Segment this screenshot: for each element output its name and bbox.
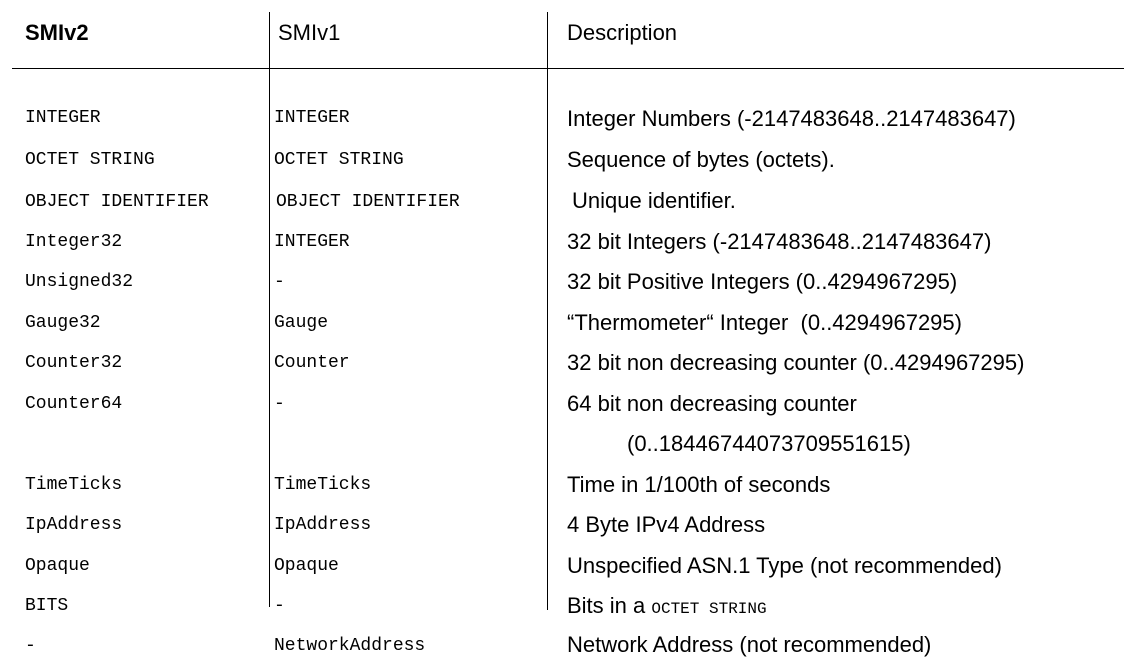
cell-smiv1: INTEGER — [274, 232, 350, 252]
cell-smiv1: - — [274, 394, 285, 414]
cell-description: Network Address (not recommended) — [567, 632, 932, 657]
cell-description: Time in 1/100th of seconds — [567, 472, 831, 497]
cell-description: 32 bit Integers (-2147483648..2147483647… — [567, 229, 992, 254]
cell-smiv1: - — [274, 596, 285, 616]
cell-description: Integer Numbers (-2147483648..2147483647… — [567, 106, 1016, 131]
column-divider-1 — [269, 12, 270, 607]
cell-smiv1: TimeTicks — [274, 475, 372, 495]
header-smiv1: SMIv1 — [278, 20, 341, 45]
cell-description: 32 bit Positive Integers (0..4294967295) — [567, 269, 958, 294]
cell-description: Bits in a OCTET STRING — [567, 593, 767, 619]
cell-smiv2: INTEGER — [25, 108, 101, 128]
header-smiv2: SMIv2 — [25, 20, 89, 45]
cell-description-continued: (0..18446744073709551615) — [627, 431, 911, 456]
cell-smiv2: Unsigned32 — [25, 272, 134, 292]
cell-description: Sequence of bytes (octets). — [567, 147, 835, 172]
cell-description: 64 bit non decreasing counter — [567, 391, 857, 416]
cell-smiv1: OBJECT IDENTIFIER — [276, 192, 460, 212]
cell-smiv1: INTEGER — [274, 108, 350, 128]
cell-description: 32 bit non decreasing counter (0..429496… — [567, 350, 1025, 375]
cell-description: Unspecified ASN.1 Type (not recommended) — [567, 553, 1002, 578]
cell-smiv2: Opaque — [25, 556, 90, 576]
cell-smiv1: Gauge — [274, 313, 329, 333]
cell-smiv2: IpAddress — [25, 515, 123, 535]
header-description: Description — [567, 20, 678, 45]
cell-description-code: OCTET STRING — [651, 600, 767, 618]
cell-smiv2: Counter64 — [25, 394, 123, 414]
cell-smiv2: Integer32 — [25, 232, 123, 252]
cell-description: Unique identifier. — [572, 188, 736, 213]
cell-smiv1: - — [274, 272, 285, 292]
cell-smiv1: NetworkAddress — [274, 636, 426, 656]
cell-smiv2: BITS — [25, 596, 69, 616]
cell-smiv2: Gauge32 — [25, 313, 101, 333]
header-rule — [12, 68, 1124, 69]
cell-smiv2: - — [25, 636, 36, 656]
cell-smiv1: Opaque — [274, 556, 339, 576]
cell-smiv2: OCTET STRING — [25, 150, 155, 170]
cell-smiv2: Counter32 — [25, 353, 123, 373]
cell-smiv2: TimeTicks — [25, 475, 123, 495]
cell-smiv2: OBJECT IDENTIFIER — [25, 192, 209, 212]
cell-smiv1: Counter — [274, 353, 350, 373]
cell-description: 4 Byte IPv4 Address — [567, 512, 766, 537]
cell-description-text: Bits in a — [567, 593, 652, 618]
cell-smiv1: OCTET STRING — [274, 150, 404, 170]
cell-description: “Thermometer“ Integer (0..4294967295) — [567, 310, 962, 335]
column-divider-2 — [547, 12, 548, 610]
cell-smiv1: IpAddress — [274, 515, 372, 535]
